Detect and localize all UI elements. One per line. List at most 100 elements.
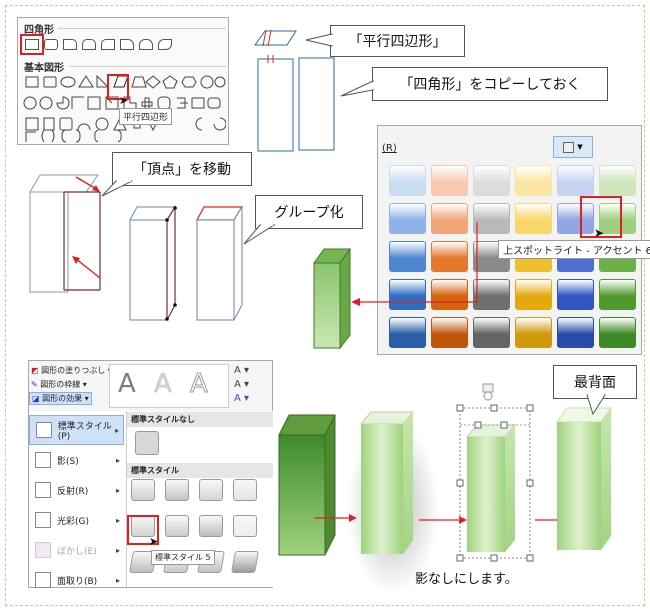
shape-fill-menu[interactable]: ◩ 図形の塗りつぶし ▾ xyxy=(31,365,112,376)
style-swatch[interactable] xyxy=(389,279,426,310)
style-swatch[interactable] xyxy=(515,317,552,348)
effects-menu-item[interactable]: ぼかし(E)▸ xyxy=(29,535,124,565)
preset-style-tile[interactable] xyxy=(165,479,189,501)
style-swatch[interactable] xyxy=(557,317,594,348)
effects-menu-item-label: 標準スタイル(P) xyxy=(57,421,112,442)
outline-pen-icon: ✎ xyxy=(31,380,38,389)
preset-style-tile[interactable] xyxy=(199,515,223,537)
round2-rect-shape-button[interactable] xyxy=(139,39,153,50)
effects-menu-item-label: ぼかし(E) xyxy=(57,546,97,557)
effect-preview-icon xyxy=(35,542,51,558)
style-swatch[interactable] xyxy=(515,165,552,196)
style-swatch[interactable] xyxy=(431,317,468,348)
apply-style-arrow xyxy=(351,222,478,306)
style-swatch[interactable] xyxy=(599,279,636,310)
style-swatch[interactable] xyxy=(431,203,468,234)
submenu-arrow-icon: ▸ xyxy=(115,515,120,525)
submenu-arrow-icon: ▸ xyxy=(115,455,120,465)
effects-menu-item[interactable]: 標準スタイル(P)▸ xyxy=(29,415,124,445)
wordart-sample-2[interactable]: A xyxy=(154,369,172,399)
style-swatch[interactable] xyxy=(515,203,552,234)
send-to-back-callout-text: 最背面 xyxy=(574,375,616,391)
wordart-gallery[interactable]: A A A xyxy=(109,364,229,408)
snip2-rect-shape-button[interactable] xyxy=(82,39,96,50)
preset-style-tile[interactable] xyxy=(199,479,223,501)
vertex-callout-tail xyxy=(101,180,133,197)
shape-outline-label: 図形の枠線 xyxy=(40,380,81,389)
snip-diag-shape-button[interactable] xyxy=(101,39,115,50)
basic-shapes-section-header: 基本図形 xyxy=(24,63,64,74)
copy-rectangle-callout-text: 「四角形」をコピーしておく xyxy=(399,77,581,93)
wordart-sample-1[interactable]: A xyxy=(118,369,136,399)
text-fill-button[interactable]: A ▾ xyxy=(234,365,250,376)
pillar-4 xyxy=(556,407,612,550)
swatch-tooltip: 上スポットライト - アクセント 6 xyxy=(498,240,650,259)
preset-style-tile[interactable] xyxy=(233,479,257,501)
rounded-rect-shape-button[interactable] xyxy=(44,39,58,50)
style-swatch[interactable] xyxy=(599,165,636,196)
effects-menu-item[interactable]: 反射(R)▸ xyxy=(29,475,124,505)
move-vertex-callout-text: 「頂点」を移動 xyxy=(133,162,231,178)
style-swatch[interactable] xyxy=(389,317,426,348)
style-swatch[interactable] xyxy=(431,241,468,272)
style-dropdown-button[interactable]: ▼ xyxy=(553,136,593,158)
effects-menu-item-label: 影(S) xyxy=(57,456,79,467)
shape-outline-menu[interactable]: ✎ 図形の枠線 ▾ xyxy=(31,380,87,389)
style-swatch[interactable] xyxy=(557,165,594,196)
text-effects-button[interactable]: A ▾ xyxy=(234,393,250,404)
preset-style-tile[interactable] xyxy=(233,515,257,537)
preset-tooltip: 標準スタイル 5 xyxy=(151,550,215,565)
effects-menu-item[interactable]: 面取り(B)▸ xyxy=(29,565,124,595)
wordart-sample-3[interactable]: A xyxy=(190,369,209,400)
mouse-cursor-icon: ➤ xyxy=(119,94,129,107)
effects-icon: ◪ xyxy=(32,394,40,403)
shapes-gallery-panel: 四角形 基本図形 xyxy=(17,17,229,145)
preset-style-tile[interactable] xyxy=(231,551,259,573)
copy-callout-tail xyxy=(340,80,374,97)
shape-style-gallery-panel: (R) ▼ ➤ 上スポットライト - アクセント 6 xyxy=(377,125,650,355)
style-swatch[interactable] xyxy=(515,279,552,310)
style-swatch[interactable] xyxy=(557,203,594,234)
parallelogram-tooltip: 平行四辺形 xyxy=(119,108,173,125)
style-swatch[interactable] xyxy=(389,241,426,272)
style-swatch[interactable] xyxy=(431,279,468,310)
style-swatch[interactable] xyxy=(473,203,510,234)
shape-fill-label: 図形の塗りつぶし xyxy=(41,366,106,375)
style-swatch[interactable] xyxy=(473,279,510,310)
rectangle-highlight-box xyxy=(20,34,44,55)
round-diag-shape-button[interactable] xyxy=(158,39,172,50)
no-preset-tile[interactable] xyxy=(135,431,159,455)
style-swatch[interactable] xyxy=(431,165,468,196)
preset-styles-grid[interactable] xyxy=(129,479,271,587)
rectangle-shape-button[interactable] xyxy=(25,39,39,50)
preset-styles-flyout: 標準スタイルなし 標準スタイル ➤ 標準スタイル 5 xyxy=(127,411,273,587)
style-swatch[interactable] xyxy=(473,317,510,348)
send-to-back-callout: 最背面 xyxy=(553,365,637,399)
snip-rect-shape-button[interactable] xyxy=(63,39,77,50)
effect-preview-icon xyxy=(35,512,51,528)
bracket-shapes-row[interactable] xyxy=(22,128,142,144)
shape-effects-menu[interactable]: ◪ 図形の効果 ▾ xyxy=(29,392,92,405)
effects-menu-item[interactable]: 影(S) ▸ xyxy=(29,445,124,475)
effect-preview-icon xyxy=(35,572,51,588)
pillar-3-selected xyxy=(456,383,534,562)
pillar-sequence xyxy=(278,383,612,595)
effects-menu-item[interactable]: 光彩(G) ▸ xyxy=(29,505,124,535)
effects-menu-item-label: 光彩(G) xyxy=(57,516,89,527)
preset-style-tile[interactable] xyxy=(131,479,155,501)
style-swatch[interactable] xyxy=(389,203,426,234)
preset-style-tile[interactable] xyxy=(165,515,189,537)
style-swatch[interactable] xyxy=(557,279,594,310)
round1-rect-shape-button[interactable] xyxy=(120,39,134,50)
parallelogram-highlight-box xyxy=(107,74,129,100)
style-swatch[interactable] xyxy=(599,317,636,348)
style-swatch[interactable] xyxy=(473,165,510,196)
style-swatch[interactable] xyxy=(389,165,426,196)
rectangles-header-divider xyxy=(58,28,226,29)
submenu-arrow-icon: ▸ xyxy=(115,575,120,585)
style-swatch[interactable] xyxy=(599,203,636,234)
selected-swatch-highlight xyxy=(580,196,622,238)
group-callout-text: グループ化 xyxy=(274,205,344,221)
text-outline-button[interactable]: A ▾ xyxy=(234,379,250,390)
submenu-arrow-icon: ▸ xyxy=(115,485,120,495)
